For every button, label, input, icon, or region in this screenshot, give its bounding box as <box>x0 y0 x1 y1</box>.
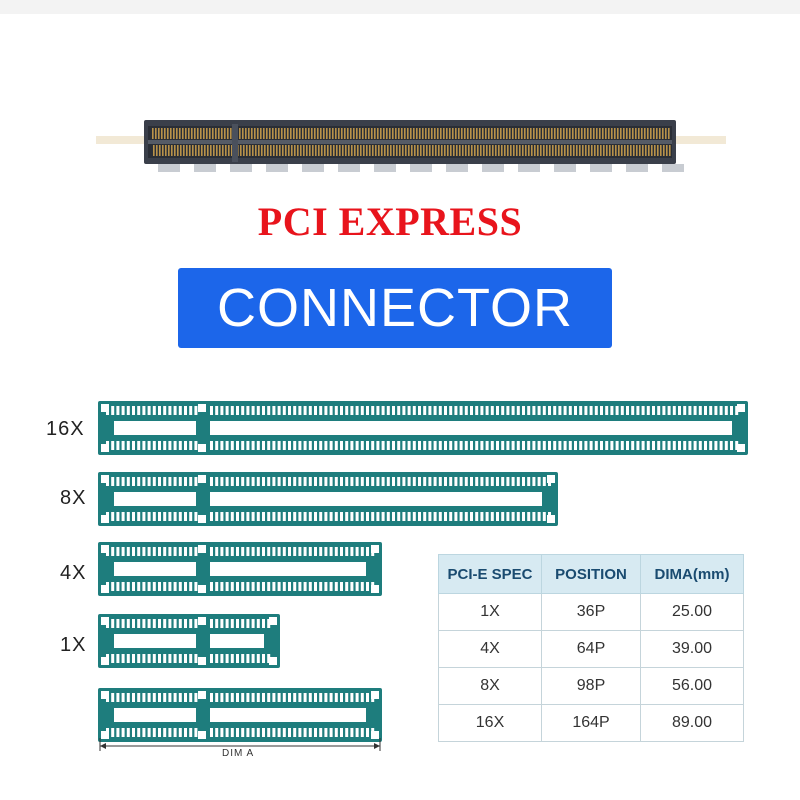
header-position: POSITION <box>541 554 641 594</box>
cell-dima: 25.00 <box>640 593 744 631</box>
spec-table: PCI-E SPEC POSITION DIMA(mm) 1X 36P 25.0… <box>438 554 744 742</box>
slot-8x-diagram <box>98 472 558 526</box>
cell-spec: 4X <box>438 630 542 668</box>
header-spec: PCI-E SPEC <box>438 554 542 594</box>
cell-position: 64P <box>541 630 641 668</box>
slot-1x-diagram <box>98 614 280 668</box>
cell-dima: 56.00 <box>640 667 744 705</box>
cell-position: 36P <box>541 593 641 631</box>
slot-16x-diagram <box>98 401 748 455</box>
cell-position: 164P <box>541 704 641 742</box>
slot-label-16x: 16X <box>46 418 85 440</box>
subtitle-text: CONNECTOR <box>216 278 574 338</box>
slot-label-8x: 8X <box>60 487 87 509</box>
subtitle-banner: CONNECTOR <box>178 268 612 348</box>
table-row: 8X 98P 56.00 <box>438 667 744 705</box>
page-title: PCI EXPRESS <box>257 199 523 244</box>
dimension-label: DIM A <box>222 748 255 759</box>
top-strip <box>0 0 800 14</box>
cell-position: 98P <box>541 667 641 705</box>
cell-dima: 39.00 <box>640 630 744 668</box>
slot-4x-diagram <box>98 542 382 596</box>
table-row: 16X 164P 89.00 <box>438 704 744 742</box>
slot-dimension-diagram <box>98 688 382 751</box>
cell-dima: 89.00 <box>640 704 744 742</box>
cell-spec: 1X <box>438 593 542 631</box>
cell-spec: 16X <box>438 704 542 742</box>
slot-label-4x: 4X <box>60 562 87 584</box>
table-row: 1X 36P 25.00 <box>438 593 744 631</box>
pci-express-connector-image <box>96 120 726 172</box>
table-row: 4X 64P 39.00 <box>438 630 744 668</box>
header-dima: DIMA(mm) <box>640 554 744 594</box>
slot-label-1x: 1X <box>60 634 87 656</box>
cell-spec: 8X <box>438 667 542 705</box>
table-header-row: PCI-E SPEC POSITION DIMA(mm) <box>438 554 744 594</box>
